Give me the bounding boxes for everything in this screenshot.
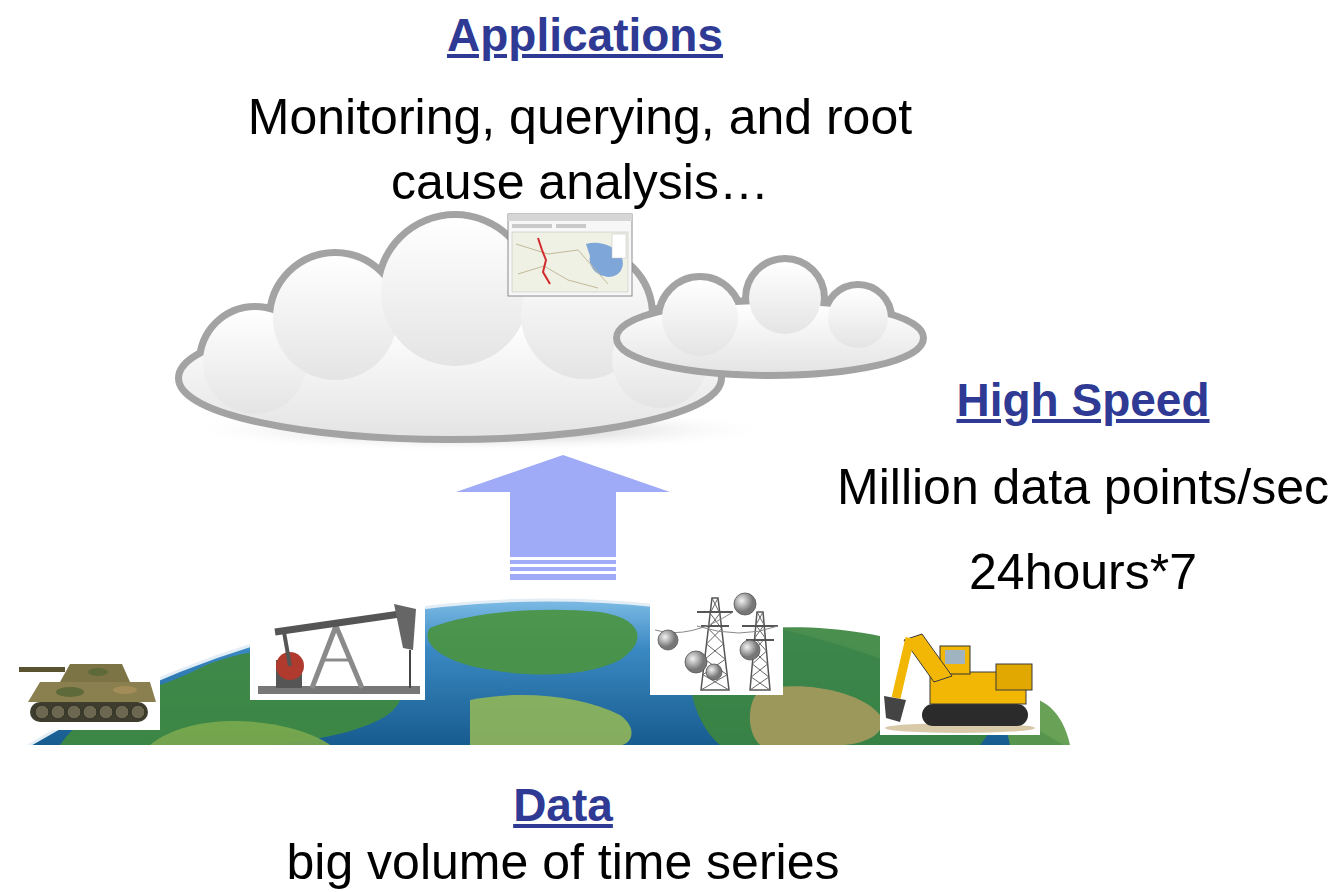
cloud-outline: [749, 262, 821, 334]
tank-wheel: [99, 705, 113, 719]
cloud-fill: [273, 256, 397, 380]
cloud-shape: [620, 262, 920, 372]
tower-brace: [750, 677, 769, 690]
map-route: [538, 238, 550, 284]
tower-brace: [707, 644, 726, 659]
oil-pump-picture: [250, 600, 425, 700]
land-mass: [427, 610, 637, 675]
tank-picture: [15, 645, 160, 730]
cloud-outline: [273, 256, 397, 380]
screen-titlebar: [508, 214, 632, 221]
tower-brace: [751, 664, 768, 677]
section-heading: Applications: [365, 9, 805, 62]
land-mass: [470, 695, 632, 745]
screen-toolbar: [512, 224, 552, 228]
pump-frame: [322, 659, 352, 662]
tank-wheel: [83, 705, 97, 719]
connector-group: [456, 455, 670, 580]
excavator-bucket: [884, 696, 906, 722]
power-tower-picture: [650, 585, 783, 695]
description-text: big volume of time series: [193, 835, 933, 890]
pump-frame: [312, 626, 336, 688]
marker-ball: [658, 630, 678, 650]
marker-ball: [734, 593, 756, 615]
tank-camo: [113, 686, 137, 694]
cloud-fill: [381, 218, 529, 366]
map-area: [512, 232, 628, 292]
land-mass: [150, 721, 330, 745]
excavator-track: [922, 704, 1028, 726]
section-heading: Data: [343, 779, 783, 832]
photo-ground: [650, 585, 783, 695]
illustration-group: [180, 214, 920, 452]
screen-frame: [508, 214, 632, 296]
pump-pitman: [284, 632, 290, 666]
photo-ground: [15, 645, 160, 730]
globe: [0, 600, 1100, 745]
pump-frame: [336, 626, 362, 688]
flow-arrow: [456, 455, 670, 580]
globe-region: Databig volume of time series: [0, 580, 1100, 892]
tower-brace: [705, 644, 724, 659]
arrow-stripe: [509, 564, 617, 567]
tank-wheel: [35, 705, 49, 719]
tank-wheel: [131, 705, 145, 719]
cloud-outline: [381, 218, 529, 366]
tower-brace: [756, 612, 763, 625]
tower-arm: [742, 625, 778, 627]
arrow-stripe: [509, 557, 617, 560]
tank-wheel: [115, 705, 129, 719]
cloud-fill: [828, 288, 888, 348]
cloud-fill: [662, 280, 738, 356]
tank-barrel: [19, 667, 65, 672]
tower-brace: [751, 677, 770, 690]
power-wire: [697, 626, 778, 633]
illustration-group: [0, 585, 1337, 892]
tower-arm: [697, 611, 733, 613]
marker-ball: [740, 640, 760, 660]
power-wire: [655, 612, 733, 633]
section-heading: High Speed: [833, 374, 1333, 427]
map-road: [518, 266, 598, 288]
tank-wheel: [67, 705, 81, 719]
marker-ball: [706, 664, 722, 680]
tower-lattice: [697, 598, 733, 690]
cloud-fill: [749, 262, 821, 334]
tank-camo: [88, 668, 108, 676]
tank-wheel: [51, 705, 65, 719]
photo-ground: [880, 625, 1040, 735]
description-text: Million data points/sec: [833, 460, 1333, 515]
marker-ball: [685, 651, 707, 673]
tank-track: [30, 702, 148, 722]
tank-hull: [28, 682, 156, 702]
cab-window: [945, 650, 965, 664]
excavator-stick: [896, 638, 910, 698]
tower-brace: [752, 664, 769, 677]
tower-brace: [757, 612, 764, 625]
node-outline: [160, 0, 960, 455]
excavator-counterweight: [996, 664, 1032, 690]
screen-toolbar: [556, 224, 586, 228]
excavator-picture: [880, 625, 1040, 735]
cloud-outline: [662, 280, 738, 356]
tank-camo: [56, 687, 84, 697]
tank-turret: [60, 664, 130, 682]
map-screenshot: [508, 214, 632, 296]
pump-rod: [409, 650, 411, 688]
map-road: [516, 244, 608, 284]
cloud-region: ApplicationsMonitoring, querying, and ro…: [160, 0, 960, 455]
pump-horsehead: [394, 604, 416, 650]
arrow-stripe: [509, 571, 617, 574]
cloud-outline: [828, 288, 888, 348]
photo-ground: [250, 600, 425, 700]
description-text: Monitoring, querying, and root cause ana…: [230, 85, 930, 215]
screen-sidebar: [612, 234, 626, 258]
globe-sea: [0, 600, 1100, 745]
description-text: 24hours*7: [833, 545, 1333, 600]
pump-beam: [275, 614, 400, 632]
